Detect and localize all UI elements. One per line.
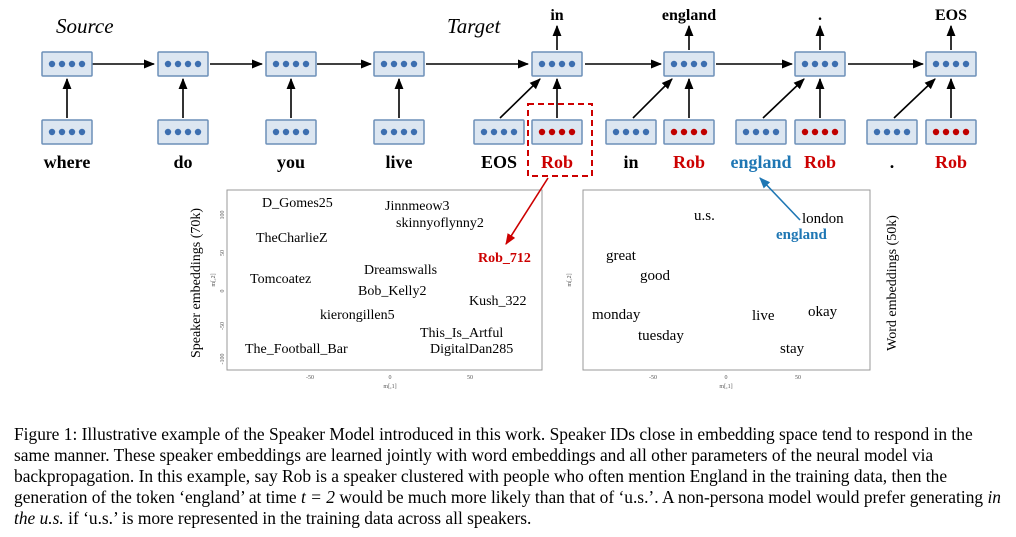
speaker-embedding-box [925,119,977,145]
source-label: Source [56,14,114,38]
caption-text-3: if ‘u.s.’ is more represented in the tra… [63,508,532,528]
source-word: you [277,152,305,172]
speaker-plot-ylabel: Speaker embeddings (70k) [189,208,204,358]
word-embedding-box [373,119,425,145]
y-tick-label: -50 [220,322,226,330]
speaker-name: Kush_322 [469,294,527,309]
output-arrows [552,24,956,50]
source-word: where [44,152,91,172]
output-word: england [662,7,716,24]
word-label: okay [808,304,838,320]
y-tick-label: 50 [220,250,226,256]
word-embedding-box [41,119,93,145]
x-tick-label: 0 [389,375,392,381]
word-embedding-box [157,119,209,145]
word-label: good [640,268,671,284]
speaker-name-highlight: Rob_712 [478,251,531,266]
word-label: u.s. [694,208,715,224]
source-word: do [173,152,192,172]
x-tick-label: -50 [649,375,657,381]
speaker-plot-y-title: m[,2] [211,273,217,286]
word-plot-x-title: m[,1] [719,384,732,390]
speaker-embedding-box [531,119,583,145]
y-tick-label: 100 [220,211,226,220]
word-label: tuesday [638,328,684,344]
caption-text-2: would be much more likely than that of ‘… [334,487,988,507]
y-tick-label: 0 [220,290,226,293]
word-embedding-box [265,119,317,145]
speaker-name: D_Gomes25 [262,196,333,211]
caption-text-1: Figure 1: Illustrative example of the Sp… [14,424,973,507]
speaker-name: Dreamswalls [364,263,437,278]
output-word: . [818,7,822,24]
hidden-state-box [157,51,209,77]
word-plot-y-title: m[,2] [567,273,573,286]
word-label: monday [592,307,641,323]
speaker-name: TheCharlieZ [256,231,328,246]
word-link-arrow [759,177,801,221]
hidden-state-box [663,51,715,77]
speaker-name: Tomcoatez [250,272,311,287]
hidden-state-box [794,51,846,77]
speaker-name: This_Is_Artful [420,326,503,341]
word-label: london [802,211,844,227]
speaker-plot-x-title: m[,1] [383,384,396,390]
target-input-word: EOS [481,152,517,172]
figure-caption: Figure 1: Illustrative example of the Sp… [14,424,1004,529]
word-embedding-box [605,119,657,145]
word-embedding-box [473,119,525,145]
speaker-name: kierongillen5 [320,308,395,323]
source-word: live [386,152,413,172]
speaker-link-arrow [505,177,549,245]
word-embedding-box [735,119,787,145]
word-label: stay [780,341,805,357]
target-input-word: in [623,152,638,172]
speaker-highlight-box [527,103,593,177]
speaker-word: Rob [804,152,836,172]
hidden-state-box [925,51,977,77]
x-tick-label: 50 [795,375,801,381]
speaker-name: The_Football_Bar [245,342,348,357]
speaker-embedding-plot: Speaker embeddings (70k) m[,2] m[,1] -50… [189,189,543,390]
caption-italic: in the u.s. [14,487,1001,528]
speaker-embedding-box [794,119,846,145]
speaker-word: Rob [935,152,967,172]
y-tick-label: -100 [220,354,226,365]
speaker-name: Bob_Kelly2 [358,284,426,299]
hidden-state-box [41,51,93,77]
hidden-state-box [531,51,583,77]
speaker-word: Rob [673,152,705,172]
speaker-word: Rob [541,152,573,172]
caption-math: t = 2 [301,487,335,507]
word-plot-ylabel: Word embeddings (50k) [885,215,900,351]
word-label: live [752,308,775,324]
word-label: great [606,248,637,264]
x-tick-label: 50 [467,375,473,381]
speaker-name: skinnyoflynny2 [396,216,484,231]
target-input-word: england [730,152,791,172]
hidden-state-box [373,51,425,77]
output-word: EOS [935,7,967,24]
speaker-name: DigitalDan285 [430,342,513,357]
output-word: in [550,7,563,24]
target-input-word: . [890,152,895,172]
speaker-name: Jinnmeow3 [385,199,450,214]
target-label: Target [447,14,501,38]
word-label-highlight: england [776,227,828,243]
speaker-embedding-box [663,119,715,145]
input-arrows [62,77,956,119]
word-embedding-plot: Word embeddings (50k) m[,2] m[,1] -50 0 … [567,189,900,390]
x-tick-label: 0 [725,375,728,381]
word-embedding-box [866,119,918,145]
x-tick-label: -50 [306,375,314,381]
hidden-state-box [265,51,317,77]
